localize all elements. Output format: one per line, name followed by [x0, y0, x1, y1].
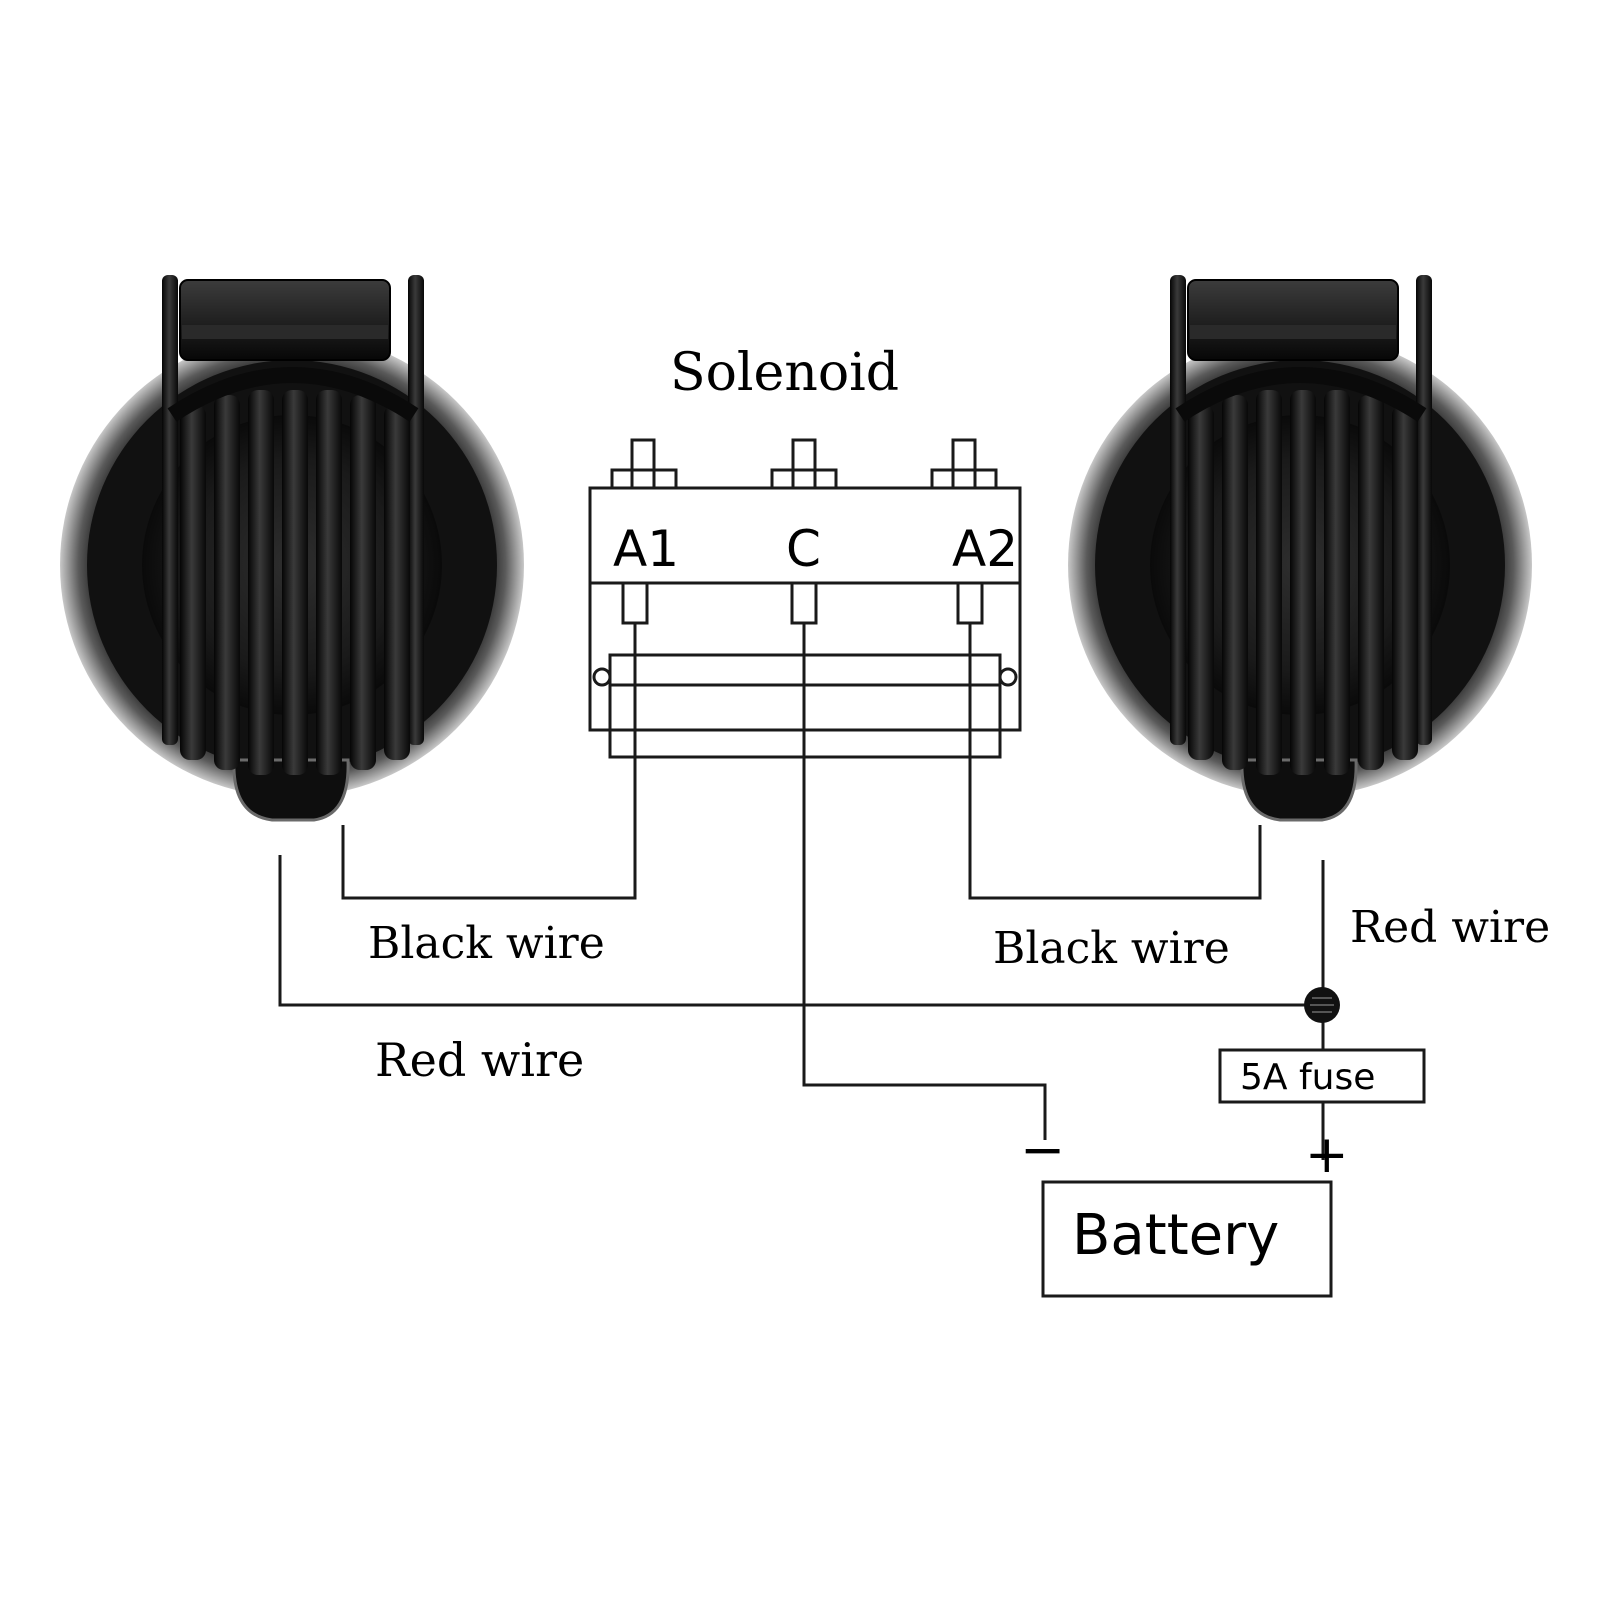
right-horn: [1068, 275, 1532, 820]
fuse-box: [1218, 1048, 1426, 1104]
pin-c: [790, 581, 818, 625]
horn-icon: [1068, 275, 1532, 820]
fuse-label: 5A fuse: [1240, 1057, 1375, 1098]
junction-node: [1304, 987, 1340, 1023]
left-black-wire-label: Black wire: [368, 918, 605, 969]
right-black-wire-label: Black wire: [993, 923, 1230, 974]
battery-box: [1041, 1180, 1333, 1298]
terminal-stud-c: [770, 438, 838, 490]
pin-a2: [956, 581, 984, 625]
battery-negative-label: −: [1020, 1118, 1065, 1181]
terminal-label-a1: A1: [613, 520, 679, 578]
terminal-label-c: C: [786, 520, 821, 578]
battery-label: Battery: [1072, 1203, 1279, 1268]
horn-icon: [60, 275, 524, 820]
left-horn: [60, 275, 524, 820]
pin-a1: [621, 581, 649, 625]
wires: [278, 623, 1325, 1160]
terminal-stud-a1: [610, 438, 678, 490]
battery-positive-label: +: [1305, 1125, 1349, 1185]
terminal-label-a2: A2: [952, 520, 1018, 578]
solenoid-title: Solenoid: [670, 343, 899, 403]
right-red-wire-label: Red wire: [1350, 902, 1550, 953]
left-red-wire-label: Red wire: [375, 1033, 584, 1087]
terminal-stud-a2: [930, 438, 998, 490]
